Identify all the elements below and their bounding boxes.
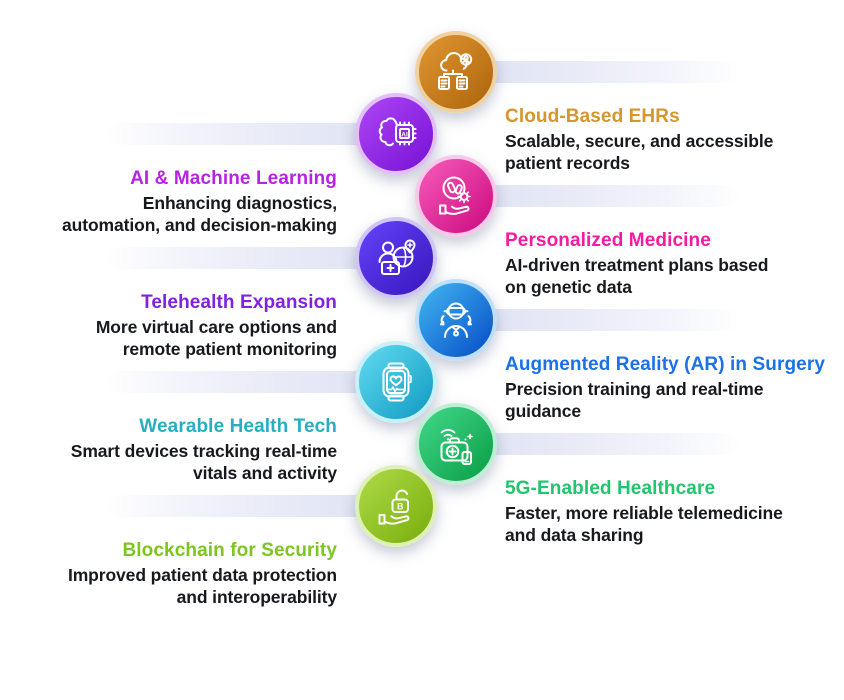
item-text-block: Cloud-Based EHRs Scalable, secure, and a… bbox=[505, 105, 835, 174]
item-desc-line: Scalable, secure, and accessible bbox=[505, 131, 774, 151]
pill-hand-icon-circle bbox=[415, 155, 497, 237]
item-desc-line: and data sharing bbox=[505, 525, 644, 545]
brain-ai-icon-circle: AI bbox=[355, 93, 437, 175]
connector-ribbon bbox=[106, 371, 404, 393]
item-text-block: AI & Machine Learning Enhancing diagnost… bbox=[0, 167, 337, 236]
telehealth-icon bbox=[378, 239, 416, 275]
connector-ribbon bbox=[450, 433, 740, 455]
ar-headset-icon bbox=[439, 302, 473, 338]
item-desc-line: on genetic data bbox=[505, 277, 632, 297]
item-desc-line: patient records bbox=[505, 153, 630, 173]
ai-chip-label: AI bbox=[401, 131, 408, 138]
item-title: Telehealth Expansion bbox=[141, 292, 337, 313]
pill-hand-icon bbox=[439, 176, 471, 215]
item-desc-line: Precision training and real-time bbox=[505, 379, 764, 399]
item-desc-line: guidance bbox=[505, 401, 582, 421]
item-title: Personalized Medicine bbox=[505, 230, 711, 251]
item-desc-line: automation, and decision-making bbox=[62, 215, 337, 235]
item-text-block: 5G-Enabled Healthcare Faster, more relia… bbox=[505, 477, 835, 546]
item-desc-line: remote patient monitoring bbox=[122, 339, 337, 359]
item-title: Blockchain for Security bbox=[122, 540, 337, 561]
smartwatch-icon-circle bbox=[355, 341, 437, 423]
connector-ribbon bbox=[450, 61, 740, 83]
item-desc-line: vitals and activity bbox=[193, 463, 337, 483]
connector-ribbon bbox=[106, 247, 404, 269]
telehealth-icon-circle bbox=[355, 217, 437, 299]
item-text-block: Personalized Medicine AI-driven treatmen… bbox=[505, 229, 835, 298]
connector-ribbon bbox=[450, 185, 740, 207]
item-title: 5G-Enabled Healthcare bbox=[505, 478, 716, 499]
item-title: Augmented Reality (AR) in Surgery bbox=[505, 354, 826, 375]
item-desc-line: Improved patient data protection bbox=[67, 565, 337, 585]
connector-ribbon bbox=[106, 123, 404, 145]
cloud-ehr-icon-circle bbox=[415, 31, 497, 113]
item-desc-line: Enhancing diagnostics, bbox=[142, 193, 337, 213]
item-title: AI & Machine Learning bbox=[130, 168, 337, 189]
smartwatch-icon bbox=[382, 362, 412, 402]
item-desc-line: Faster, more reliable telemedicine bbox=[505, 503, 783, 523]
brain-ai-icon: AI bbox=[378, 117, 417, 147]
item-text-block: Telehealth Expansion More virtual care o… bbox=[0, 291, 337, 360]
item-title: Wearable Health Tech bbox=[139, 416, 337, 437]
lock-hand-icon-circle: B bbox=[355, 465, 437, 547]
medkit-5g-icon bbox=[440, 429, 473, 465]
bitcoin-lock-label: B bbox=[397, 502, 404, 512]
ar-headset-icon-circle bbox=[415, 279, 497, 361]
connector-ribbon bbox=[450, 309, 740, 331]
item-text-block: Blockchain for Security Improved patient… bbox=[0, 539, 337, 608]
item-desc-line: AI-driven treatment plans based bbox=[505, 255, 769, 275]
item-text-block: Augmented Reality (AR) in Surgery Precis… bbox=[505, 353, 835, 422]
item-desc-line: More virtual care options and bbox=[95, 317, 337, 337]
medkit-5g-icon-circle bbox=[415, 403, 497, 485]
item-title: Cloud-Based EHRs bbox=[505, 106, 680, 127]
connector-ribbon bbox=[106, 495, 404, 517]
lock-hand-icon: B bbox=[378, 489, 410, 525]
cloud-ehr-icon bbox=[438, 52, 473, 90]
item-desc-line: and interoperability bbox=[176, 587, 337, 607]
item-text-block: Wearable Health Tech Smart devices track… bbox=[0, 415, 337, 484]
item-desc-line: Smart devices tracking real-time bbox=[70, 441, 337, 461]
